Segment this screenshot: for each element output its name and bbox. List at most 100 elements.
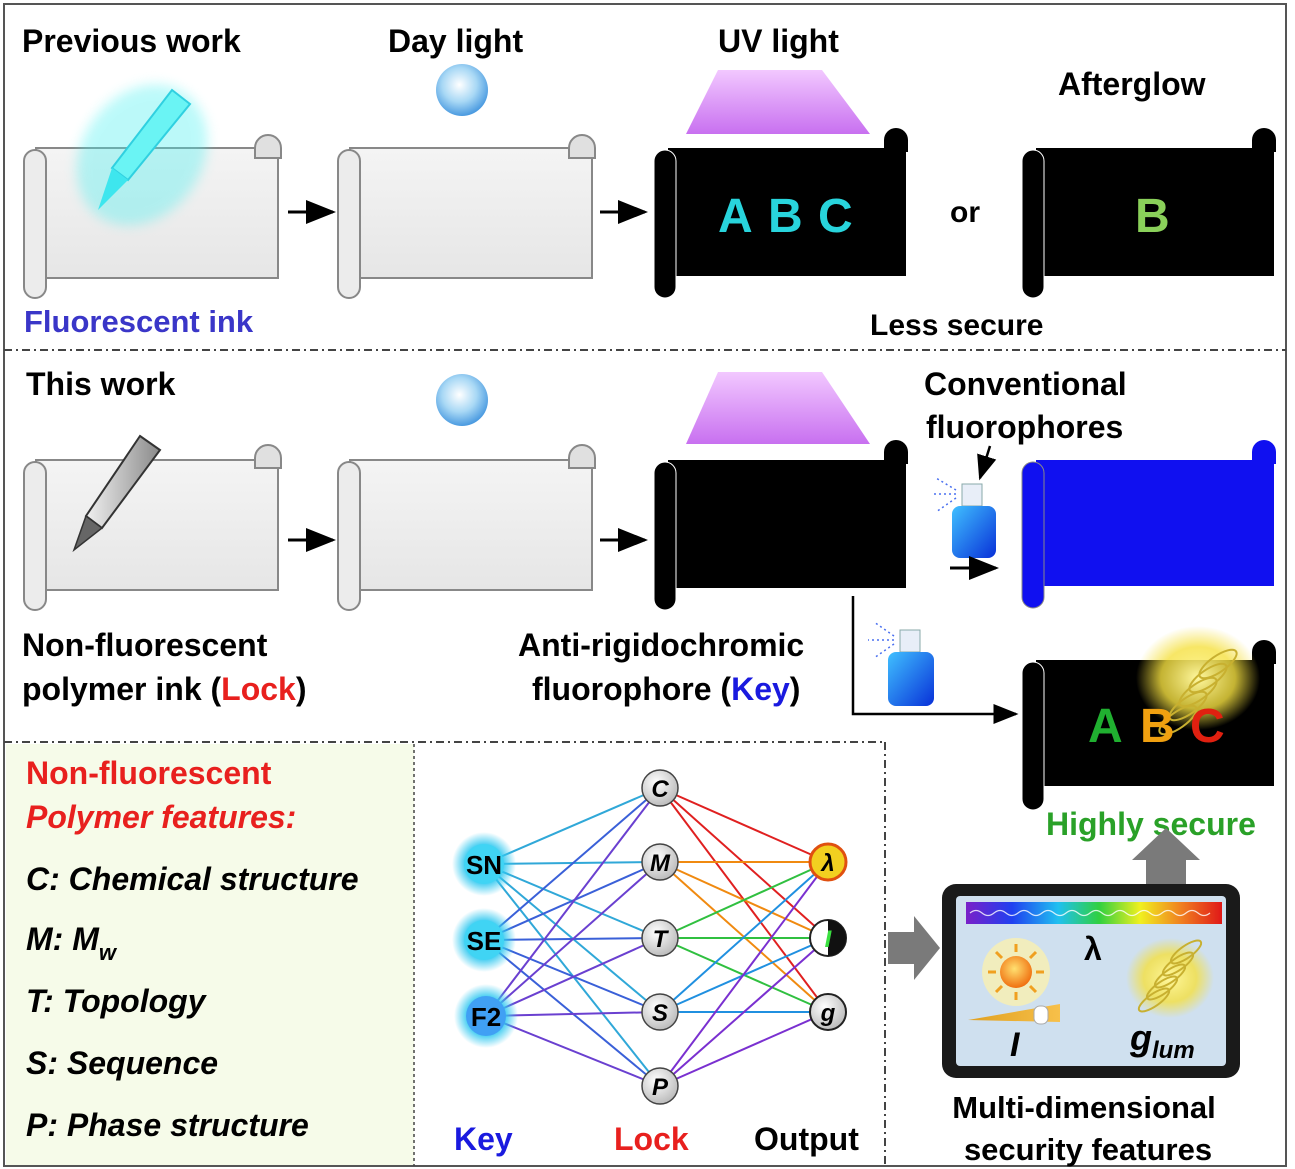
svg-text:λ: λ: [819, 850, 834, 877]
feature-m-subscript: w: [99, 940, 118, 965]
key-node-f2: F2: [454, 984, 518, 1048]
fluorescent-pen-icon: [76, 84, 208, 226]
less-secure-label: Less secure: [870, 309, 1043, 342]
lock-node-m: M: [641, 843, 679, 881]
conventional-pointer-arrow: [977, 445, 997, 481]
key-word: Key: [731, 671, 790, 707]
svg-text:SN: SN: [466, 850, 502, 880]
svg-text:P: P: [652, 1074, 669, 1101]
conventional-label-line2: fluorophores: [926, 409, 1123, 445]
key-label-line1: Anti-rigidochromic: [518, 627, 804, 663]
security-features-monitor: [942, 884, 1240, 1078]
multi-dimensional-label-line2: security features: [964, 1132, 1212, 1167]
gray-arrow-up: [1132, 828, 1200, 884]
feature-phase-structure: P: Phase structure: [26, 1107, 309, 1143]
feature-topology: T: Topology: [26, 983, 208, 1019]
blank-scroll-2: [337, 134, 596, 299]
key-column-label: Key: [454, 1121, 513, 1157]
svg-text:M: M: [650, 850, 671, 877]
edge-key-lock: [483, 939, 661, 1087]
features-title-line1: Non-fluorescent: [26, 755, 272, 791]
blank-scroll-4: [337, 444, 596, 611]
lock-node-c: C: [641, 769, 679, 807]
intensity-slider-icon: [968, 1004, 1060, 1025]
lock-label-line2: polymer ink (Lock): [22, 671, 307, 707]
secure-letter-b: B: [1140, 700, 1175, 753]
lock-label-line1: Non-fluorescent: [22, 627, 268, 663]
or-label: or: [950, 196, 980, 229]
gray-arrow-right: [888, 916, 940, 980]
multi-dimensional-label-line1: Multi-dimensional: [952, 1090, 1216, 1125]
spray-bottle-icon-1: [932, 477, 996, 558]
feature-chemical-structure: C: Chemical structure: [26, 861, 359, 897]
output-node-intensity: I: [809, 919, 847, 957]
intensity-symbol: I: [1010, 1026, 1021, 1064]
glum-symbol: glum: [1129, 1017, 1195, 1064]
previous-work-title: Previous work: [22, 23, 241, 59]
features-title-line2: Polymer features:: [26, 799, 296, 835]
key-node-sn: SN: [452, 832, 516, 896]
svg-text:C: C: [651, 776, 669, 803]
spray-bottle-icon-2: [868, 621, 934, 706]
highly-secure-label: Highly secure: [1046, 806, 1256, 842]
secure-letter-c: C: [1190, 700, 1225, 753]
lambda-symbol: λ: [1084, 931, 1102, 967]
edge-key-lock: [483, 787, 661, 941]
uv-light-label: UV light: [718, 23, 839, 59]
svg-text:S: S: [652, 1000, 668, 1027]
svg-text:F2: F2: [471, 1002, 501, 1032]
feature-sequence: S: Sequence: [26, 1045, 218, 1081]
uv-letter-b: B: [768, 190, 803, 243]
glum-subscript: lum: [1152, 1037, 1195, 1064]
edge-lock-output: [659, 1011, 829, 1087]
edge-lock-output: [659, 787, 829, 863]
uv-lamp-icon-top: [686, 70, 870, 134]
secure-letter-a: A: [1088, 700, 1123, 753]
lock-column-label: Lock: [614, 1121, 689, 1157]
edge-key-lock: [485, 787, 661, 1017]
daylight-sun-icon: [436, 64, 488, 116]
blank-scroll-3: [23, 444, 282, 611]
edge-key-lock: [483, 861, 661, 941]
afterglow-scroll: [1021, 128, 1276, 299]
daylight-sun-icon-2: [436, 374, 488, 426]
key-node-se: SE: [452, 908, 516, 972]
svg-text:I: I: [825, 926, 833, 953]
afterglow-label: Afterglow: [1058, 66, 1206, 102]
uv-scroll-abc: [653, 128, 908, 299]
this-work-title: This work: [26, 366, 176, 402]
output-column-label: Output: [754, 1121, 859, 1157]
blue-scroll: [1021, 440, 1276, 609]
lock-node-p: P: [641, 1067, 679, 1105]
svg-text:g: g: [820, 1000, 836, 1027]
day-light-label: Day light: [388, 23, 523, 59]
edge-lock-output: [659, 861, 829, 1087]
afterglow-letter-b: B: [1135, 190, 1170, 243]
lock-word: Lock: [221, 671, 296, 707]
output-node-lambda: λ: [808, 842, 848, 882]
edge-lock-output: [659, 937, 829, 1087]
helix-icon-monitor: [1126, 938, 1214, 1018]
lock-node-t: T: [641, 919, 679, 957]
figure-border: [3, 3, 1287, 1167]
arrow-to-secure-scroll: [851, 596, 1019, 724]
uv-letter-c: C: [818, 190, 853, 243]
conventional-label-line1: Conventional: [924, 366, 1127, 402]
edge-lock-output: [659, 861, 829, 939]
uv-scroll-blank: [653, 440, 908, 611]
helix-glow-icon: [1136, 626, 1260, 736]
edge-key-lock: [485, 861, 661, 1017]
edge-lock-output: [659, 861, 829, 1013]
svg-text:SE: SE: [467, 926, 502, 956]
lock-node-s: S: [641, 993, 679, 1031]
features-box: [6, 744, 414, 1165]
polymer-pen-icon: [72, 434, 162, 553]
network-edges: [483, 787, 829, 1087]
fluorescent-ink-label: Fluorescent ink: [24, 304, 254, 339]
output-node-g: g: [809, 993, 847, 1031]
uv-lamp-icon-mid: [686, 372, 870, 444]
sun-intensity-icon: [982, 938, 1050, 1006]
blank-scroll-1: [23, 134, 282, 299]
